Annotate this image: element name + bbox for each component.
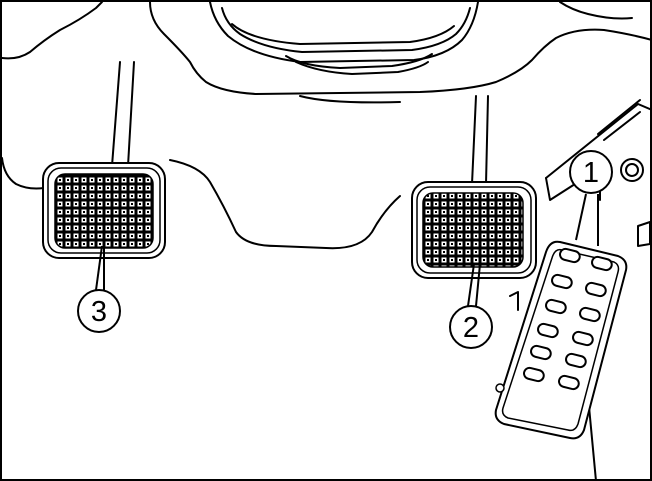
- middle-pedal: [412, 182, 536, 278]
- callout-1-label: 1: [583, 157, 599, 189]
- callout-2-label: 2: [463, 312, 479, 344]
- callout-3-label: 3: [91, 296, 107, 328]
- left-pedal: [43, 163, 165, 258]
- left-pedal-grip: [55, 174, 153, 248]
- middle-pedal-grip: [423, 193, 523, 267]
